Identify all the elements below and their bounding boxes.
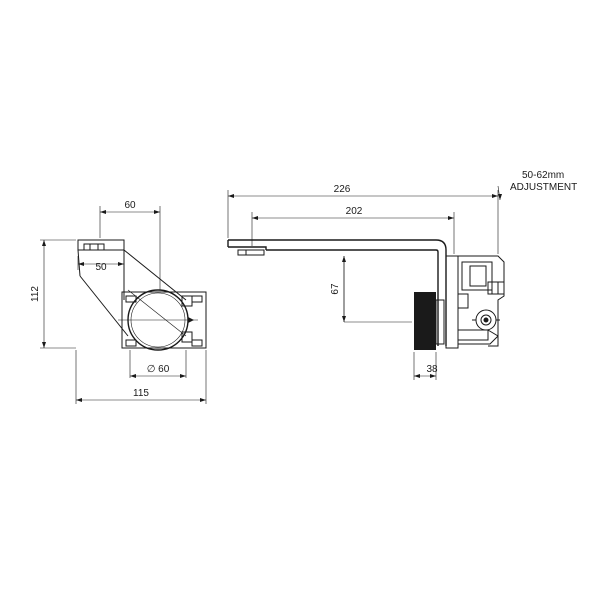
adjustment-note: 50-62mm ADJUSTMENT [497, 170, 577, 201]
dim-diameter-label: ∅ 60 [147, 364, 170, 375]
dim-115: 115 [76, 388, 206, 402]
dim-226: 226 [228, 184, 498, 198]
handle-knurled [414, 292, 445, 350]
dim-60-top: 60 [100, 200, 160, 214]
front-view: 226 202 67 38 50-62mm ADJUSTMENT [227, 170, 577, 380]
dim-67-label: 67 [330, 283, 341, 295]
adjustment-label: ADJUSTMENT [510, 182, 577, 193]
dim-202-label: 202 [346, 206, 363, 217]
dim-50-label: 50 [95, 262, 107, 273]
dim-115-label: 115 [133, 388, 149, 399]
dim-38: 38 [414, 364, 438, 378]
dim-67: 67 [330, 256, 346, 322]
valve-body [445, 255, 505, 349]
extension-lines [40, 206, 207, 404]
spout-arm [227, 239, 447, 346]
dim-diameter: ∅ 60 [130, 364, 186, 378]
side-view: 60 50 112 ∅ 60 115 [30, 200, 207, 404]
diameter-leader [118, 289, 198, 337]
aerator [237, 249, 265, 256]
dim-202: 202 [252, 206, 454, 220]
adjustment-range-label: 50-62mm [522, 170, 564, 181]
dim-112: 112 [30, 240, 46, 348]
dim-60-label: 60 [124, 200, 136, 211]
dim-38-label: 38 [426, 364, 438, 375]
spout-top-bracket [77, 239, 125, 251]
dim-226-label: 226 [334, 184, 351, 195]
valve-knob [472, 309, 500, 331]
dim-50: 50 [78, 262, 124, 273]
dim-112-label: 112 [30, 286, 41, 302]
